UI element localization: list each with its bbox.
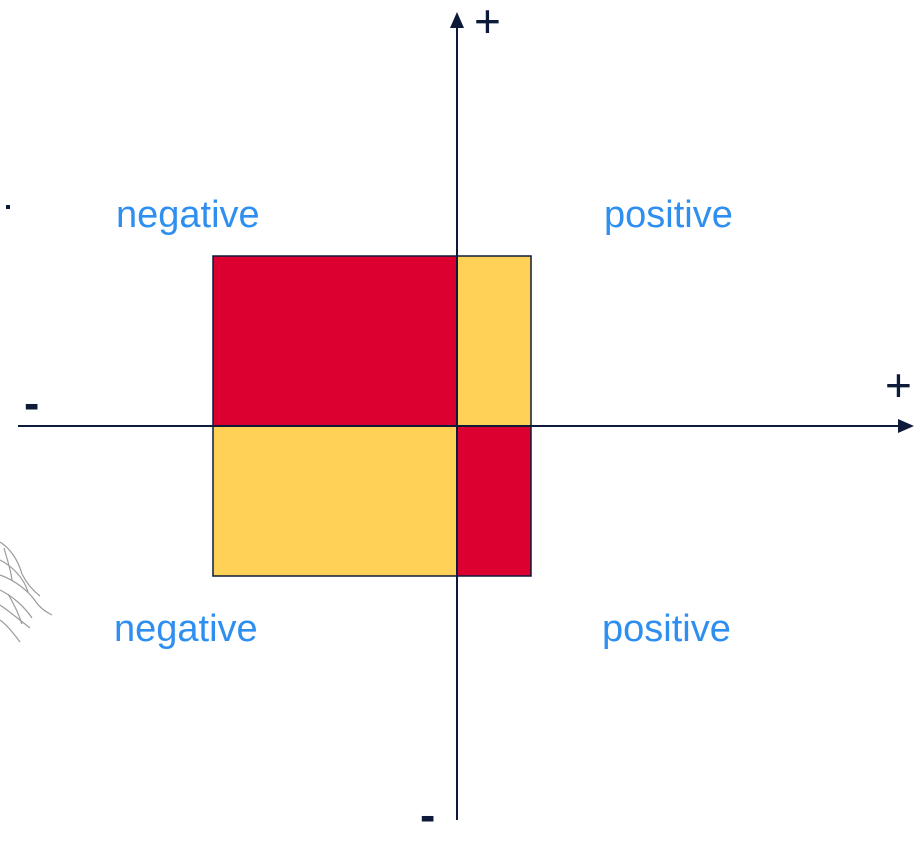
bottom-left-positive-region [212, 425, 458, 577]
edge-dot [6, 205, 10, 209]
quadrant-label-top-right: positive [604, 194, 733, 236]
x-axis-negative-sign: - [24, 377, 40, 429]
x-axis-positive-sign: + [885, 359, 912, 411]
y-axis-positive-sign: + [474, 0, 501, 47]
top-right-positive-region [456, 255, 532, 427]
quadrant-label-bottom-left: negative [114, 608, 258, 650]
quadrant-label-bottom-right: positive [602, 608, 731, 650]
bottom-right-negative-region [456, 425, 532, 577]
quadrant-label-top-left: negative [116, 194, 260, 236]
top-left-negative-region [212, 255, 458, 427]
hand-sketch-decoration-icon [0, 541, 53, 643]
y-axis-negative-sign: - [420, 789, 436, 841]
x-axis-arrowhead-icon [898, 419, 914, 433]
y-axis-arrowhead-icon [450, 12, 464, 28]
